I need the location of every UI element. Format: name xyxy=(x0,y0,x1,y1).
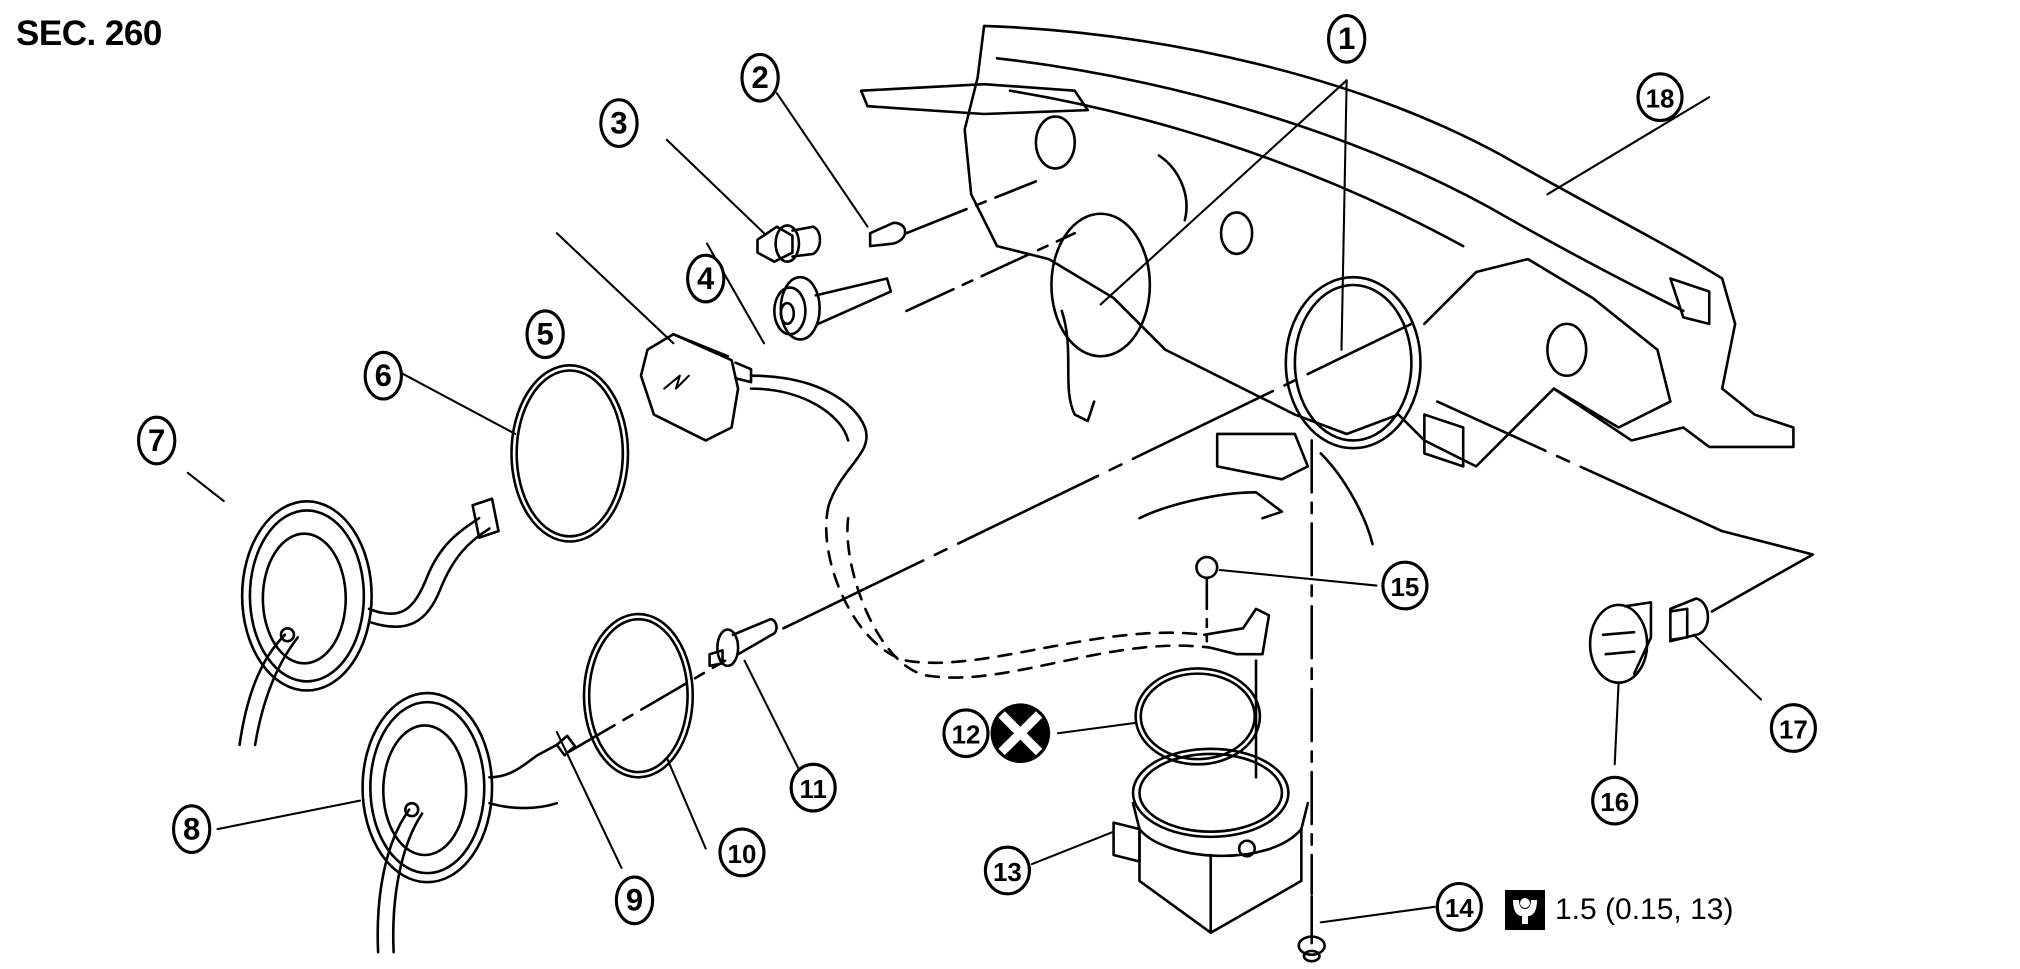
torque-spec: 1.5 (0.15, 13) xyxy=(1505,890,1733,930)
low-beam-bulb xyxy=(773,231,1077,341)
high-beam-cap xyxy=(361,691,577,954)
callout-circle xyxy=(614,875,655,926)
callout-circle xyxy=(718,827,766,878)
callout-circle xyxy=(599,98,639,148)
callout-17: 17 xyxy=(1769,703,1817,753)
callout-number: 10 xyxy=(728,841,757,869)
callout-circle xyxy=(740,52,780,103)
callout-number: 18 xyxy=(1646,86,1675,114)
callout-circle xyxy=(171,804,212,854)
high-beam-bulb xyxy=(708,322,1413,668)
callout-circle xyxy=(1435,881,1483,932)
callout-circle xyxy=(1591,775,1639,826)
position-lamp-socket xyxy=(1588,601,1653,684)
socket-harness xyxy=(1060,309,1096,423)
ballast-o-ring xyxy=(1134,667,1262,766)
callout-number: 5 xyxy=(536,317,553,352)
callout-number: 6 xyxy=(375,358,392,393)
low-beam-socket xyxy=(1050,212,1152,358)
callout-7: 7 xyxy=(136,415,177,466)
side-marker-bulb xyxy=(868,180,1038,248)
o-ring-small xyxy=(582,612,695,779)
high-beam-socket xyxy=(1293,283,1413,442)
position-lamp-bulb xyxy=(1669,597,1710,643)
callout-number: 9 xyxy=(626,883,643,918)
callout-14: 14 xyxy=(1435,881,1483,932)
callout-number: 2 xyxy=(751,60,768,95)
low-beam-cap xyxy=(238,497,500,747)
callout-2: 2 xyxy=(740,52,780,103)
torque-wrench-icon xyxy=(1505,890,1545,930)
callout-number: 16 xyxy=(1600,789,1629,817)
do-not-reuse-icon xyxy=(990,703,1051,764)
section-number: SEC. 260 xyxy=(16,14,162,53)
callout-number: 3 xyxy=(610,105,627,140)
callout-number: 11 xyxy=(799,776,826,804)
callout-number: 7 xyxy=(148,423,165,458)
callout-3: 3 xyxy=(599,98,639,148)
callout-18: 18 xyxy=(1636,72,1684,123)
callout-1: 1 xyxy=(1326,13,1367,64)
callout-9: 9 xyxy=(614,875,655,926)
callout-number: 4 xyxy=(697,261,715,296)
callout-circle xyxy=(1636,72,1684,123)
callout-circle xyxy=(525,309,565,360)
callout-circle xyxy=(686,253,726,304)
callout-number: 1 xyxy=(1338,21,1355,56)
torque-value: 1.5 (0.15, 13) xyxy=(1555,893,1734,926)
callout-number: 14 xyxy=(1445,895,1474,923)
callout-circle xyxy=(789,762,837,813)
callout-15: 15 xyxy=(1381,560,1429,611)
callout-circle xyxy=(136,415,177,466)
side-marker-socket xyxy=(756,224,822,263)
callout-12: 12 xyxy=(942,708,990,759)
callout-number: 15 xyxy=(1391,574,1420,602)
callout-circle xyxy=(1381,560,1429,611)
callout-number: 12 xyxy=(952,722,981,750)
callout-16: 16 xyxy=(1591,775,1639,826)
connector-housing xyxy=(1215,432,1310,481)
ballast-screw-lower xyxy=(1297,895,1326,963)
headlamp-housing xyxy=(859,24,1795,468)
callout-number: 17 xyxy=(1779,716,1808,744)
callout-circle xyxy=(942,708,990,759)
hid-ballast xyxy=(1112,747,1310,935)
callout-number: 13 xyxy=(993,859,1022,887)
callout-circle xyxy=(1326,13,1367,64)
callout-6: 6 xyxy=(363,350,403,401)
callout-10: 10 xyxy=(718,827,766,878)
ignitor xyxy=(639,332,868,507)
callout-8: 8 xyxy=(171,804,212,854)
o-ring-large xyxy=(510,364,630,543)
callout-13: 13 xyxy=(983,845,1031,896)
ballast-screw-upper xyxy=(1195,555,1219,643)
callout-11: 11 xyxy=(789,762,837,813)
callout-circle xyxy=(1769,703,1817,753)
callout-4: 4 xyxy=(686,253,726,304)
callout-circle xyxy=(983,845,1031,896)
callout-circle xyxy=(363,350,403,401)
callout-5: 5 xyxy=(525,309,565,360)
callout-number: 8 xyxy=(183,811,200,846)
